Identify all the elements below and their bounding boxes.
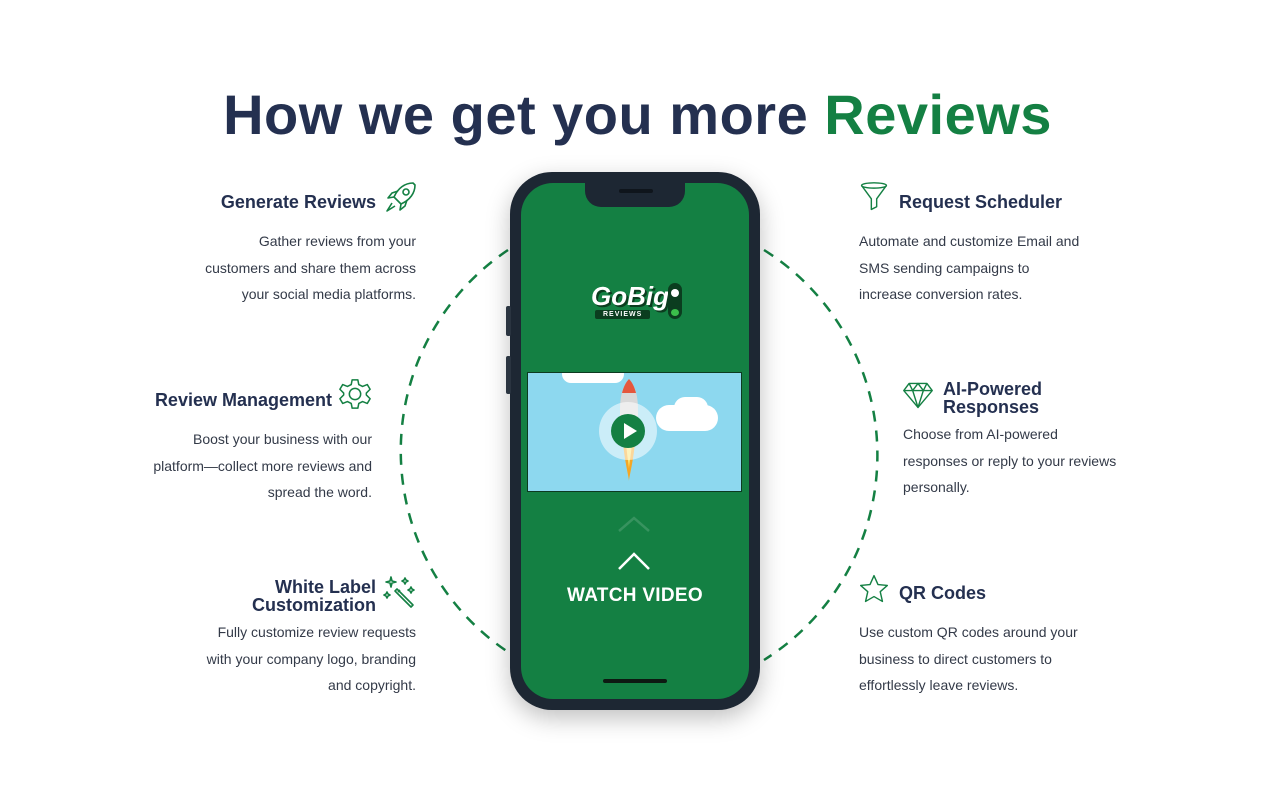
video-thumbnail[interactable] (527, 372, 742, 492)
logo-subtitle: REVIEWS (595, 310, 651, 319)
page-title: How we get you more Reviews (0, 82, 1275, 147)
chevron-up-faded-icon (618, 516, 650, 532)
feature-title-line: White Label (274, 577, 376, 597)
diamond-icon (902, 380, 934, 410)
desc-line: Boost your business with our (193, 431, 372, 447)
desc-line: and copyright. (328, 677, 416, 693)
logo-wordmark: GoBig (591, 281, 669, 311)
feature-title-line: Customization (252, 595, 376, 615)
desc-line: increase conversion rates. (859, 286, 1023, 302)
play-icon (611, 414, 645, 448)
feature-title-line: AI-Powered (943, 379, 1043, 399)
feature-white-label-desc: Fully customize review requests with your… (150, 619, 416, 699)
chevron-up-icon[interactable] (617, 551, 651, 571)
desc-line: with your company logo, branding (206, 650, 416, 667)
magic-wand-icon (383, 574, 419, 610)
desc-line: platform—collect more reviews and (153, 457, 372, 474)
feature-qr-codes: QR Codes (899, 584, 1119, 602)
feature-title: QR Codes (899, 583, 987, 603)
feature-qr-desc: Use custom QR codes around your business … (859, 619, 1149, 699)
desc-line: SMS sending campaigns to (859, 259, 1030, 276)
phone-screen: GoBig REVIEWS WATCH (521, 183, 749, 699)
desc-line: Fully customize review requests (217, 624, 416, 640)
cloud-decoration (562, 373, 624, 383)
feature-title: Review Management (154, 390, 332, 410)
desc-line: spread the word. (267, 484, 372, 500)
watch-video-button[interactable]: WATCH VIDEO (567, 585, 703, 606)
desc-line: effortlessly leave reviews. (859, 677, 1019, 693)
phone-home-indicator (603, 679, 667, 683)
desc-line: Choose from AI-powered (903, 426, 1058, 442)
feature-ai-desc: Choose from AI-powered responses or reply… (903, 421, 1203, 501)
phone-side-button (506, 356, 511, 394)
cloud-decoration (674, 397, 708, 419)
feature-management-desc: Boost your business with our platform—col… (100, 426, 372, 506)
feature-generate-desc: Gather reviews from your customers and sh… (150, 228, 416, 308)
phone-mockup: GoBig REVIEWS WATCH (506, 172, 760, 710)
desc-line: Use custom QR codes around your (859, 624, 1078, 640)
desc-line: customers and share them across (205, 259, 416, 276)
desc-line: responses or reply to your reviews (903, 452, 1117, 469)
star-icon (858, 573, 890, 605)
feature-title: Generate Reviews (220, 192, 376, 212)
desc-line: Gather reviews from your (258, 233, 416, 249)
feature-white-label: White Label Customization (150, 578, 376, 614)
feature-request-scheduler: Request Scheduler (899, 193, 1159, 211)
feature-generate-reviews: Generate Reviews (150, 193, 376, 211)
feature-title-line: Responses (943, 397, 1040, 417)
rocket-icon (383, 179, 419, 215)
page-title-main: How we get you more (223, 83, 825, 146)
desc-line: Automate and customize Email and (859, 233, 1080, 249)
feature-review-management: Review Management (100, 391, 332, 409)
desc-line: business to direct customers to (859, 650, 1052, 667)
gear-icon (338, 377, 372, 411)
feature-ai-responses: AI-Powered Responses (943, 380, 1163, 416)
page-title-accent: Reviews (824, 83, 1052, 146)
funnel-icon (858, 180, 890, 214)
desc-line: personally. (903, 479, 970, 495)
feature-title: Request Scheduler (899, 192, 1063, 212)
phone-side-button (506, 306, 511, 336)
logo-mascot-icon (668, 283, 682, 319)
phone-notch (585, 183, 685, 207)
video-play-button[interactable] (599, 402, 657, 460)
gobig-logo: GoBig REVIEWS (591, 279, 691, 327)
desc-line: your social media platforms. (241, 286, 416, 302)
phone-speaker (619, 189, 653, 193)
